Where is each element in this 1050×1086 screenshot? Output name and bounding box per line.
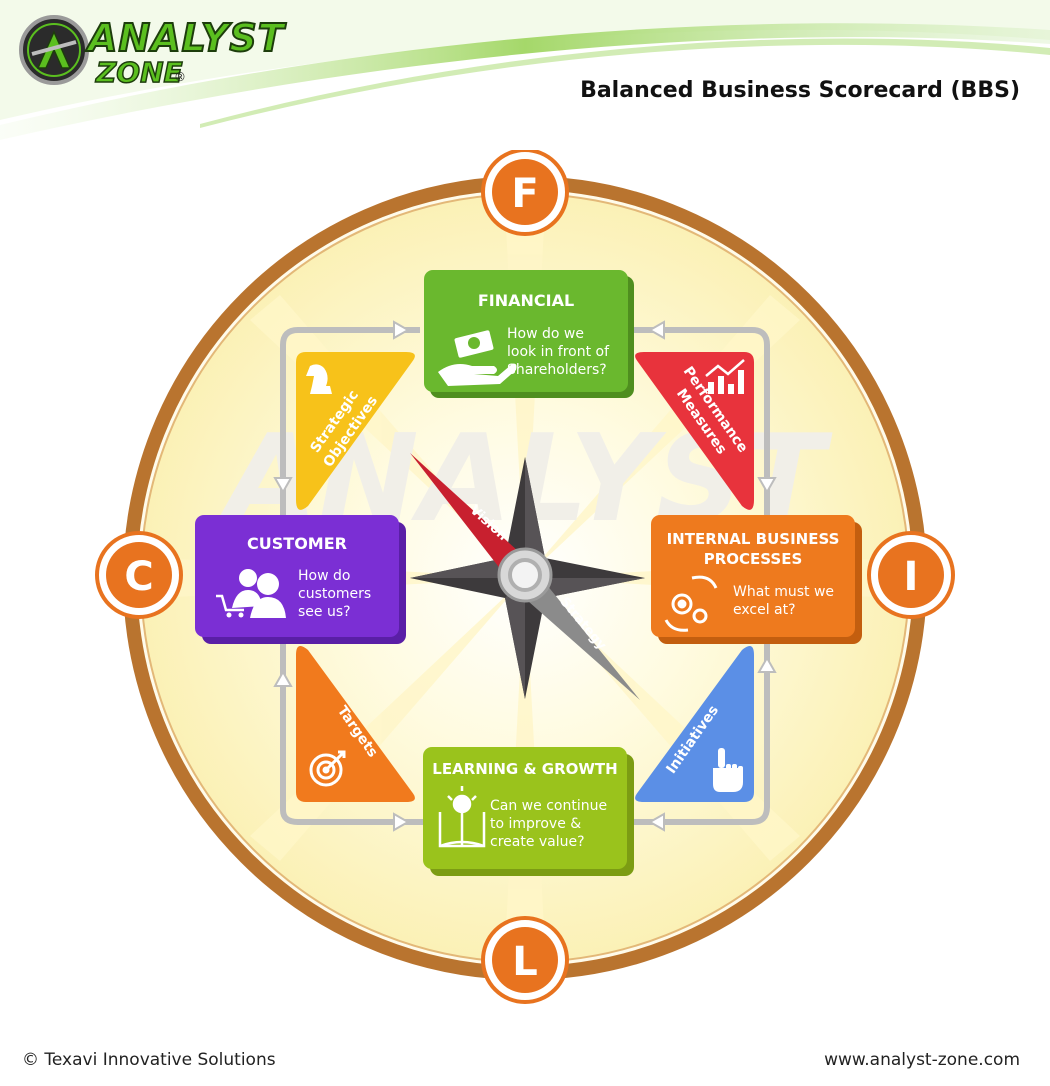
brand-logo: ANALYST ZONE ® — [18, 14, 285, 90]
gears-process-icon — [664, 575, 718, 632]
pointing-hand-icon — [713, 748, 743, 792]
customer-card: CUSTOMER How do customers see us? — [195, 515, 406, 644]
financial-title: FINANCIAL — [478, 291, 574, 310]
internal-card: INTERNAL BUSINESS PROCESSES What must we… — [651, 515, 862, 644]
customer-question-line1: How do — [298, 568, 350, 584]
internal-question-line2: excel at? — [733, 602, 796, 618]
internal-title-line2: PROCESSES — [704, 550, 803, 568]
badge-financial-letter: F — [511, 171, 538, 217]
book-bulb-icon — [438, 786, 486, 848]
learning-question-line3: create value? — [490, 834, 585, 850]
badge-customer: C — [95, 531, 183, 619]
financial-question-line1: How do we — [507, 326, 584, 342]
bsc-diagram: ANALYST FINANCIAL How do we look in fron… — [95, 150, 955, 1004]
internal-title-line1: INTERNAL BUSINESS — [667, 530, 840, 548]
customers-cart-icon — [216, 569, 286, 618]
badge-internal: I — [867, 531, 955, 619]
brand-line1: ANALYST — [87, 15, 285, 61]
badge-financial: F — [481, 150, 569, 236]
financial-card: FINANCIAL How do we look in front of Sha… — [424, 270, 634, 398]
strategy-needle — [520, 574, 640, 700]
registered-mark: ® — [174, 70, 186, 84]
rising-chart-icon — [705, 359, 745, 394]
header-swoosh — [0, 0, 1050, 140]
page-title: Balanced Business Scorecard (BBS) — [580, 78, 1020, 103]
website-link[interactable]: www.analyst-zone.com — [824, 1050, 1020, 1070]
learning-card: LEARNING & GROWTH Can we continue to imp… — [423, 747, 634, 876]
chess-knight-icon — [306, 364, 332, 394]
target-icon — [309, 750, 346, 787]
customer-title: CUSTOMER — [247, 534, 347, 553]
badge-internal-letter: I — [904, 554, 919, 600]
customer-question-line2: customers — [298, 586, 371, 602]
internal-question-line1: What must we — [733, 584, 834, 600]
copyright-text: © Texavi Innovative Solutions — [22, 1050, 276, 1070]
learning-question-line1: Can we continue — [490, 798, 607, 814]
brand-line2: ZONE — [95, 55, 183, 90]
logo-badge-icon — [19, 15, 89, 85]
money-hand-icon — [438, 330, 517, 386]
connector-arrowheads — [273, 320, 777, 832]
financial-question-line3: Shareholders? — [507, 362, 607, 378]
financial-question-line2: look in front of — [507, 344, 610, 360]
customer-question-line3: see us? — [298, 604, 351, 620]
badge-learning-letter: L — [512, 939, 538, 985]
badge-learning: L — [481, 916, 569, 1004]
cycle-connector — [280, 327, 770, 825]
performance-measures-triangle: Performance Measures — [635, 352, 754, 510]
badge-customer-letter: C — [124, 554, 153, 600]
vision-needle — [410, 453, 530, 584]
learning-title: LEARNING & GROWTH — [432, 760, 617, 778]
learning-question-line2: to improve & — [490, 816, 581, 832]
